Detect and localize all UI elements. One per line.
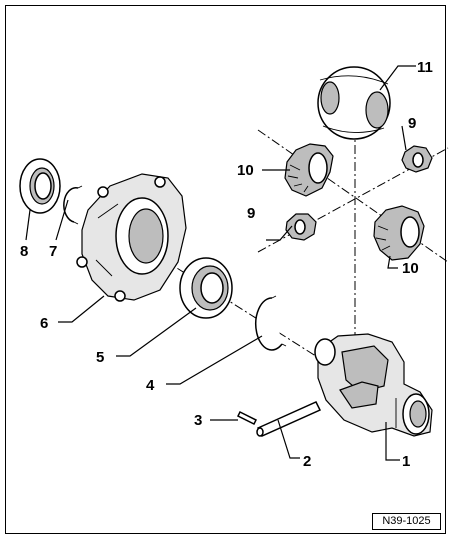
callout-9-lower: 9 bbox=[247, 205, 255, 222]
callout-2: 2 bbox=[303, 453, 311, 470]
differential-housing bbox=[314, 333, 433, 437]
callout-1: 1 bbox=[402, 453, 410, 470]
oil-seal bbox=[19, 158, 61, 214]
circlip-large bbox=[255, 295, 287, 351]
callout-9-upper: 9 bbox=[408, 115, 416, 132]
side-gear-upper bbox=[284, 143, 334, 197]
callout-11: 11 bbox=[417, 59, 433, 76]
callout-labels: 1 2 3 4 5 6 7 8 9 9 10 10 11 bbox=[20, 59, 433, 470]
pin-shaft bbox=[256, 401, 322, 437]
callout-5: 5 bbox=[96, 349, 104, 366]
side-gear-lower bbox=[373, 205, 425, 261]
lock-pin bbox=[236, 410, 258, 426]
leader-lines bbox=[25, 65, 416, 461]
ball-bearing bbox=[179, 257, 233, 319]
figure-reference-code: N39-1025 bbox=[372, 513, 441, 530]
callout-8: 8 bbox=[20, 243, 28, 260]
pinion-gear-upper bbox=[401, 145, 433, 173]
callout-10-upper: 10 bbox=[237, 162, 254, 179]
pinion-gear-lower bbox=[285, 213, 317, 241]
callout-7: 7 bbox=[49, 243, 57, 260]
callout-10-lower: 10 bbox=[402, 260, 419, 277]
callout-3: 3 bbox=[194, 412, 202, 429]
callout-6: 6 bbox=[40, 315, 48, 332]
callout-4: 4 bbox=[146, 377, 155, 394]
spherical-washer bbox=[317, 66, 391, 140]
diagram-border bbox=[5, 5, 446, 534]
bearing-housing bbox=[76, 173, 187, 302]
circlip-small bbox=[63, 185, 83, 225]
